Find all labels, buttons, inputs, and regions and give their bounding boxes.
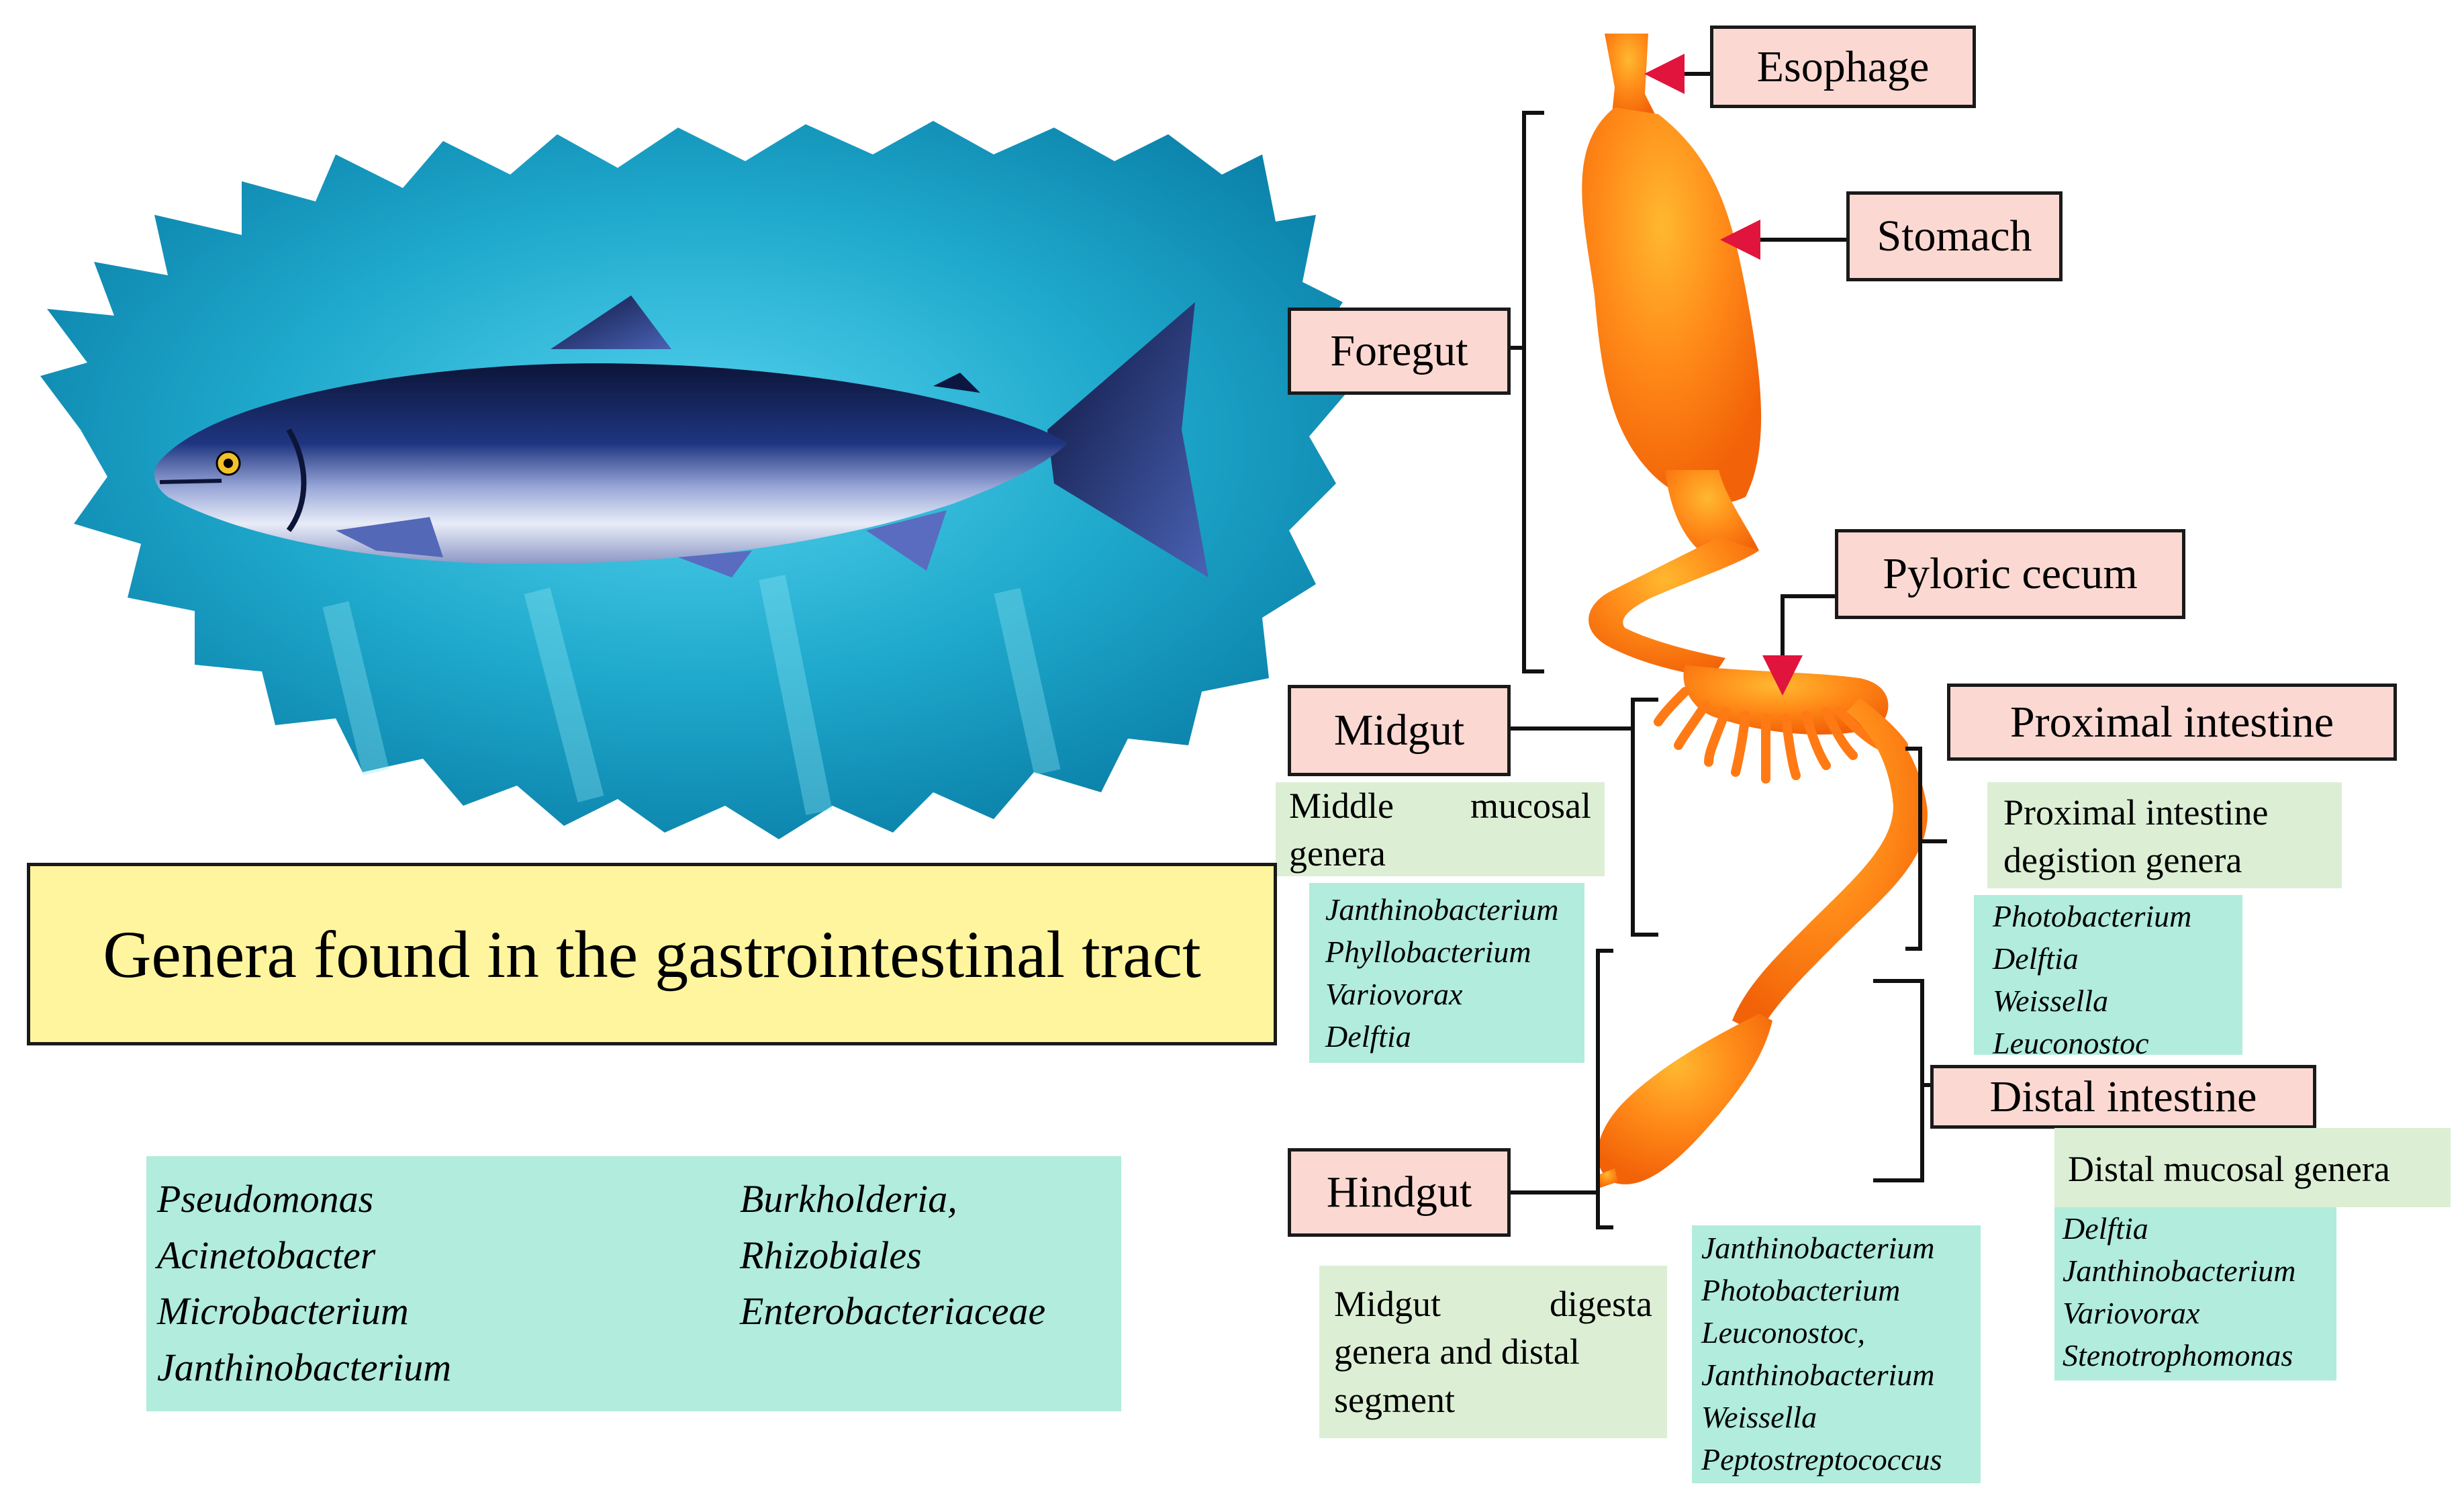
genera-whole-tract-col1: Pseudomonas Acinetobacter Microbacterium… [157,1171,451,1395]
salmon-illustration [154,295,1209,577]
label-hindgut: Hindgut [1288,1148,1511,1237]
genus-item: Janthinobacterium [2063,1254,2296,1288]
genus-item: Photobacterium [1701,1273,1901,1308]
diagram-title: Genera found in the gastrointestinal tra… [27,863,1277,1045]
label-pyloric-cecum: Pyloric cecum [1835,529,2185,619]
arrow-pyloric-cecum [1762,594,1835,696]
group-middle-mucosal-line2: genera [1289,833,1386,874]
genus-item: Rhizobiales [740,1233,922,1277]
genus-item: Weissella [1701,1400,1817,1435]
label-midgut: Midgut [1288,685,1511,776]
group-midgut-digesta-line3: segment [1334,1379,1455,1420]
genus-item: Janthinobacterium [1701,1231,1935,1265]
genus-item: Burkholderia, [740,1177,957,1221]
genera-whole-tract: Pseudomonas Acinetobacter Microbacterium… [146,1156,1121,1411]
group-proximal-digestion-line1: Proximal intestine [2003,792,2269,833]
genus-item: Leuconostoc [1993,1026,2149,1061]
genus-item: Delftia [2063,1211,2148,1246]
organ-arrows [1644,54,1846,696]
genera-midgut-digesta: Janthinobacterium Photobacterium Leucono… [1692,1225,1981,1483]
label-foregut: Foregut [1288,308,1511,395]
genus-item: Enterobacteriaceae [740,1289,1046,1333]
group-middle-mucosal-line1: Middle mucosal [1289,786,1591,826]
genera-proximal-digestion: Photobacterium Delftia Weissella Leucono… [1974,895,2242,1060]
label-distal-intestine: Distal intestine [1930,1065,2316,1129]
genus-item: Pseudomonas [157,1177,374,1221]
group-distal-mucosal: Distal mucosal genera [2054,1128,2451,1207]
genus-item: Janthinobacterium [1325,892,1559,927]
genus-item: Photobacterium [1993,899,2192,933]
genus-item: Variovorax [2063,1296,2200,1331]
genus-item: Delftia [1993,941,2079,976]
label-proximal-intestine: Proximal intestine [1947,684,2397,761]
genus-item: Phyllobacterium [1325,935,1531,970]
label-stomach: Stomach [1846,191,2063,281]
genus-item: Delftia [1325,1019,1411,1054]
group-midgut-digesta-line1: Midgut digesta [1334,1284,1652,1324]
group-midgut-digesta: Midgut digesta genera and distal segment [1319,1266,1667,1438]
genus-item: Weissella [1993,984,2109,1019]
genus-item: Peptostreptococcus [1701,1442,1942,1477]
genus-item: Janthinobacterium [1701,1358,1935,1393]
group-proximal-digestion-line2: degistion genera [2003,840,2242,881]
genera-distal-mucosal: Delftia Janthinobacterium Variovorax Ste… [2054,1207,2336,1380]
bracket-lines [1511,111,1947,1229]
genus-item: Stenotrophomonas [2063,1338,2293,1373]
genus-item: Microbacterium [157,1289,409,1333]
genus-item: Variovorax [1325,977,1463,1012]
group-proximal-digestion: Proximal intestine degistion genera [1987,782,2342,888]
genera-middle-mucosal: Janthinobacterium Phyllobacterium Variov… [1309,883,1584,1063]
label-esophage: Esophage [1710,26,1976,108]
genera-whole-tract-col2: Burkholderia, Rhizobiales Enterobacteria… [740,1171,1045,1340]
group-middle-mucosal: Middle mucosal genera [1276,782,1605,876]
genus-item: Leuconostoc, [1701,1315,1866,1350]
gastrointestinal-tract-illustration [1582,34,1928,1188]
group-distal-mucosal-label: Distal mucosal genera [2068,1149,2390,1189]
genus-item: Acinetobacter [157,1233,376,1277]
genus-item: Janthinobacterium [157,1345,452,1389]
group-midgut-digesta-line2: genera and distal [1334,1331,1580,1372]
